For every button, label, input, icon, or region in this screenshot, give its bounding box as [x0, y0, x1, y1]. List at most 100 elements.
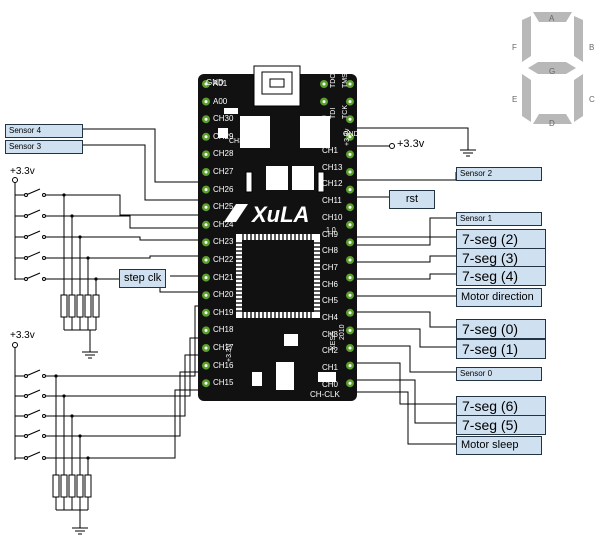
switch-contact: [42, 193, 46, 197]
right-pin-label: CH1: [322, 146, 339, 155]
led: [284, 334, 298, 346]
right-pin-label: CH4: [322, 313, 339, 322]
pad-hole: [204, 135, 208, 139]
pad-hole: [204, 117, 208, 121]
switch-contact: [24, 414, 28, 418]
switch-blade: [25, 209, 41, 217]
board-tck-label: TCK: [342, 105, 349, 119]
seven-seg-3-label: 7-seg (3): [456, 248, 546, 268]
wire: [356, 127, 469, 150]
switch-contact: [42, 434, 46, 438]
switch-contact: [42, 394, 46, 398]
capacitor: [252, 372, 262, 386]
right-pin-label: CH0: [322, 379, 339, 389]
wire: [46, 435, 81, 475]
left-pin-label: CH29: [213, 131, 234, 141]
switch-blade: [25, 230, 41, 238]
board-year-label: 2010: [339, 324, 346, 340]
left-pin-label: CH30: [213, 114, 234, 124]
sensor-2-label: Sensor 2: [456, 167, 542, 181]
wire: [64, 194, 206, 216]
switch-contact: [24, 456, 28, 460]
wire: [46, 415, 73, 475]
pull-down-resistor: [92, 294, 100, 318]
pull-down-resistor: [68, 294, 76, 318]
switch-blade: [25, 409, 41, 417]
wire: [356, 379, 456, 424]
pad-hole: [204, 188, 208, 192]
segment-g: [528, 62, 576, 74]
pull-down-resistor: [84, 474, 92, 498]
pad-hole: [322, 82, 326, 86]
segment-e: [522, 74, 531, 122]
crystal-left: [266, 166, 288, 190]
switch-blade: [25, 188, 41, 196]
wire: [46, 215, 73, 295]
left-pin-label: CH25: [213, 202, 234, 212]
pad-hole: [348, 258, 352, 262]
pad-hole: [204, 223, 208, 227]
segment-label: F: [512, 43, 517, 52]
segment-label: E: [512, 95, 518, 104]
wire: [46, 257, 89, 295]
wire: [46, 375, 57, 475]
board-version: 1.0: [326, 227, 336, 234]
seven-seg-0-label: 7-seg (0): [456, 319, 546, 339]
wire: [80, 236, 206, 241]
pad-hole: [348, 135, 352, 139]
pull-down-resistor: [76, 474, 84, 498]
pad-hole: [348, 328, 352, 332]
left-pin-label: CH24: [213, 219, 234, 229]
switch-contact: [42, 256, 46, 260]
left-pin-label: CH26: [213, 184, 234, 194]
board-ch31-label: CH31: [229, 138, 247, 145]
sensor-4-label: Sensor 4: [5, 124, 83, 138]
switch-contact: [24, 214, 28, 218]
right-pin-label: CH11: [322, 196, 342, 206]
switch-contact: [24, 394, 28, 398]
seven-seg-1-label: 7-seg (1): [456, 339, 546, 359]
pad-hole: [348, 205, 352, 209]
switch-contact: [42, 414, 46, 418]
right-pin-label: CH7: [322, 262, 339, 272]
pull-down-resistor: [60, 474, 68, 498]
switch-blade: [25, 369, 41, 377]
seven-seg-2-label: 7-seg (2): [456, 229, 546, 249]
pad-hole: [204, 170, 208, 174]
pad-hole: [348, 223, 352, 227]
pad-hole: [348, 240, 352, 244]
wire: [88, 389, 206, 459]
left-pin-label: CH23: [213, 237, 234, 247]
wire: [80, 371, 206, 437]
regulator-right: [300, 116, 330, 148]
pull-down-resistor: [84, 294, 92, 318]
right-pin-label: CH8: [322, 246, 339, 256]
capacitor: [245, 171, 253, 193]
switch-contact: [42, 456, 46, 460]
pad-hole: [348, 346, 352, 350]
pad-hole: [204, 381, 208, 385]
wire: [72, 215, 206, 229]
right-pin-label: CH12: [322, 179, 343, 189]
pad-hole: [348, 311, 352, 315]
supply-label-top: +3.3v: [10, 166, 35, 177]
motor-direction-label: Motor direction: [456, 288, 542, 307]
pull-down-resistor: [76, 294, 84, 318]
segment-label: C: [589, 95, 595, 104]
switch-contact: [42, 374, 46, 378]
board-logo: XuLA: [250, 202, 309, 227]
pad-hole: [204, 152, 208, 156]
left-pin-label: CH28: [213, 149, 234, 159]
segment-label: G: [549, 67, 556, 76]
switch-contact: [42, 235, 46, 239]
wire: [356, 345, 456, 373]
switch-blade: [25, 272, 41, 280]
pad-hole: [348, 170, 352, 174]
supply-label-bottom: +3.3v: [10, 330, 35, 341]
fpga-chip: [242, 240, 314, 312]
board-gnd-right-label: GND: [343, 131, 359, 138]
pad-hole: [204, 293, 208, 297]
regulator-left: [240, 116, 270, 148]
left-pin-label: A00: [213, 96, 228, 106]
wire: [356, 328, 456, 348]
